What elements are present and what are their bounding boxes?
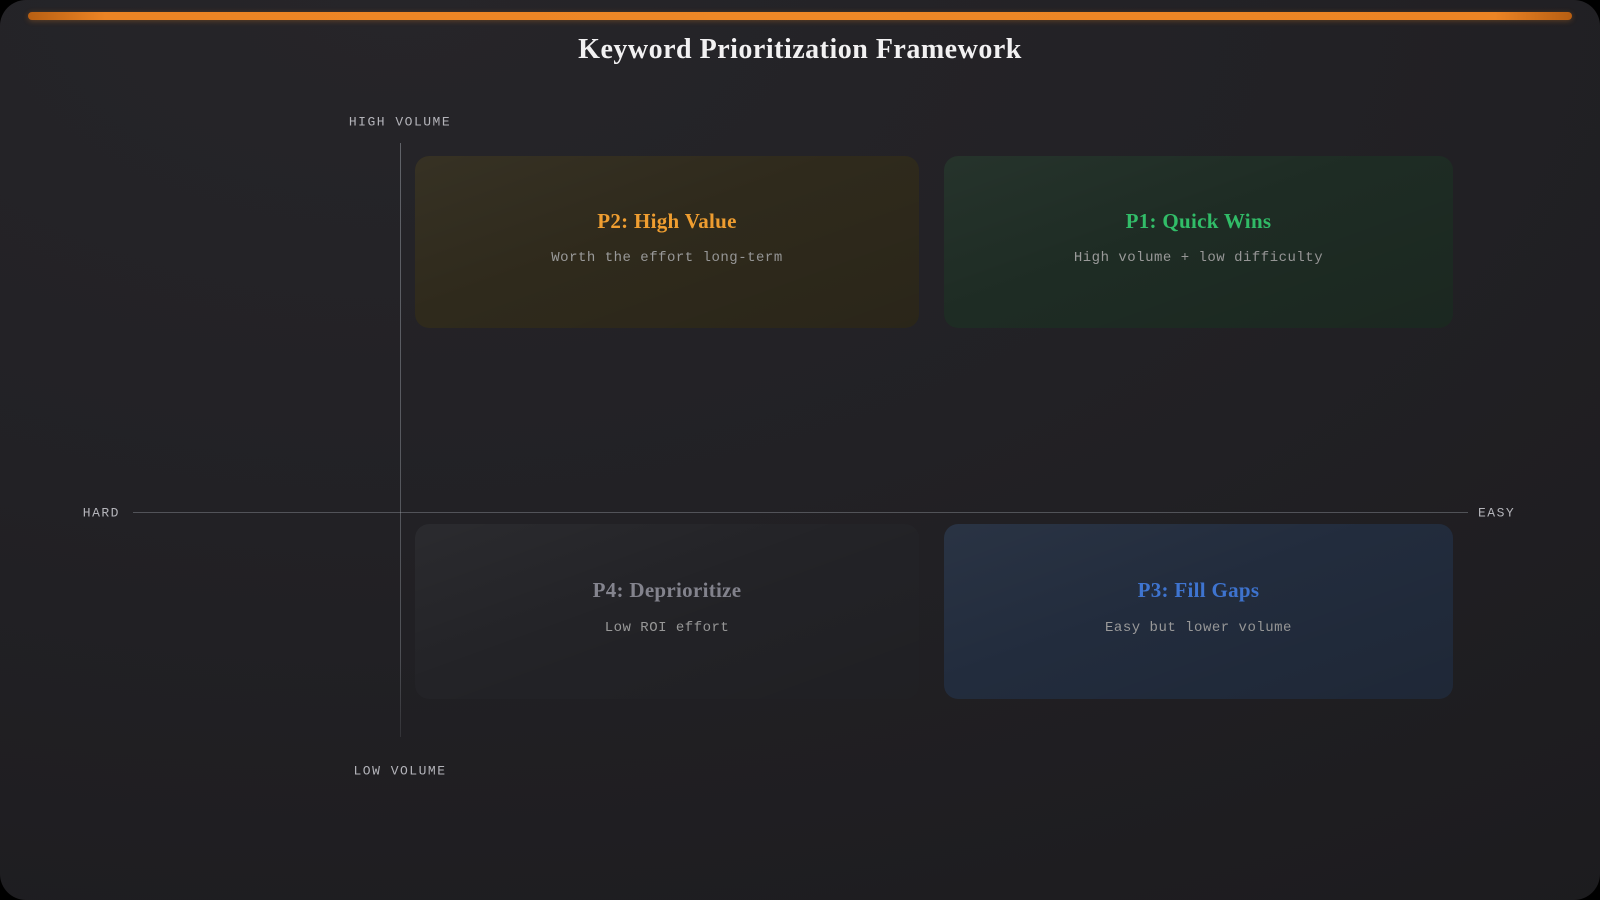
quadrant-subtitle-p3: Easy but lower volume xyxy=(1105,619,1292,636)
x-axis-label-easy: EASY xyxy=(1478,505,1516,521)
accent-bar xyxy=(28,12,1572,20)
quadrant-subtitle-p1: High volume + low difficulty xyxy=(1073,250,1324,267)
x-axis-label-hard: HARD xyxy=(82,505,120,521)
quadrant-title-p3: P3: Fill Gaps xyxy=(1137,578,1260,603)
quadrant-card-p1-quick-wins: P1: Quick Wins High volume + low difficu… xyxy=(944,156,1453,328)
y-axis-label-low-volume: LOW VOLUME xyxy=(353,763,447,779)
y-axis-line xyxy=(400,143,401,737)
x-axis-line xyxy=(133,512,1468,513)
quadrant-card-p4-deprioritize: P4: Deprioritize Low ROI effort xyxy=(415,524,919,699)
quadrant-card-p3-fill-gaps: P3: Fill Gaps Easy but lower volume xyxy=(944,524,1453,699)
page-title: Keyword Prioritization Framework xyxy=(578,34,1022,65)
quadrant-subtitle-p4: Low ROI effort xyxy=(604,619,730,636)
quadrant-title-p1: P1: Quick Wins xyxy=(1125,208,1272,233)
quadrant-subtitle-p2: Worth the effort long-term xyxy=(551,250,783,267)
quadrant-title-p4: P4: Deprioritize xyxy=(592,578,742,603)
quadrant-card-p2-high-value: P2: High Value Worth the effort long-ter… xyxy=(415,156,919,328)
y-axis-label-high-volume: HIGH VOLUME xyxy=(348,114,452,130)
quadrant-title-p2: P2: High Value xyxy=(597,208,737,233)
